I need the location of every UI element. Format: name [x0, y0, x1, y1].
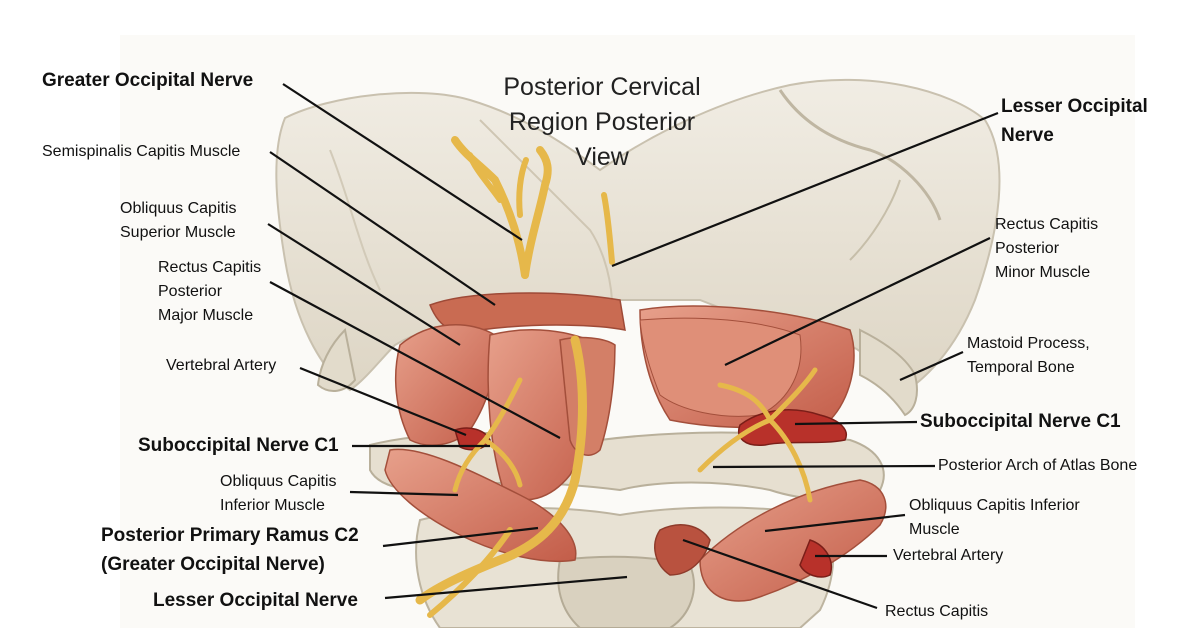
label-rectus-capitis-bottom: Rectus Capitis: [885, 600, 988, 624]
label-text: Suboccipital Nerve C1: [138, 435, 339, 456]
label-vertebral-artery-right: Vertebral Artery: [893, 544, 1003, 568]
diagram-title: Posterior Cervical Region Posterior View: [482, 70, 722, 175]
nerves: [415, 136, 818, 618]
label-text: Obliquus Capitis: [220, 473, 337, 490]
label-text: Rectus Capitis: [885, 603, 989, 620]
label-mastoid-process: Mastoid Process, Temporal Bone: [967, 332, 1090, 380]
leader-obliquus-inferior-left: [349, 490, 459, 497]
leader-lesser-occipital-top: [611, 111, 999, 268]
suboccipital-muscles: [384, 292, 887, 602]
label-text: Minor Muscle: [995, 264, 1091, 281]
label-text: Obliquus Capitis: [120, 200, 237, 217]
leader-posterior-ramus: [382, 526, 539, 548]
label-text: Obliquus Capitis Inferior: [909, 497, 1080, 514]
label-text: Vertebral Artery: [893, 547, 1004, 564]
label-text: Superior Muscle: [120, 224, 236, 241]
label-text: Posterior Primary Ramus C2: [101, 525, 359, 546]
leader-mastoid: [899, 350, 964, 382]
label-text: Vertebral Artery: [166, 357, 277, 374]
label-text: Mastoid Process,: [967, 335, 1090, 352]
leader-obliquus-superior: [267, 223, 461, 346]
label-suboccipital-nerve-left: Suboccipital Nerve C1: [138, 431, 339, 460]
label-text: Posterior: [995, 240, 1060, 257]
leader-rectus-minor: [724, 237, 991, 366]
label-rectus-capitis-posterior-minor: Rectus Capitis Posterior Minor Muscle: [995, 213, 1098, 285]
leader-suboccipital-right: [794, 420, 918, 426]
label-obliquus-capitis-inferior-right: Obliquus Capitis Inferior Muscle: [909, 494, 1080, 542]
label-text: Nerve: [1001, 125, 1054, 146]
leader-obliquus-inferior-right: [764, 513, 906, 533]
label-text: Posterior Arch of Atlas Bone: [938, 457, 1138, 474]
label-text: Temporal Bone: [967, 359, 1075, 376]
leader-greater-occipital: [282, 83, 523, 241]
mastoid-process-shapes: [316, 327, 918, 417]
leader-vertebral-artery-left: [299, 366, 467, 437]
label-text: Major Muscle: [158, 307, 254, 324]
label-text: Semispinalis Capitis Muscle: [42, 143, 241, 160]
label-text: (Greater Occipital Nerve): [101, 554, 325, 575]
label-text: Lesser Occipital: [1001, 96, 1148, 117]
label-posterior-arch-atlas: Posterior Arch of Atlas Bone: [938, 454, 1137, 478]
label-lesser-occipital-nerve-top: Lesser Occipital Nerve: [1001, 92, 1148, 150]
label-text: Muscle: [909, 521, 960, 538]
leader-posterior-arch: [712, 464, 936, 469]
leader-rectus-major: [269, 281, 561, 439]
label-greater-occipital-nerve: Greater Occipital Nerve: [42, 66, 253, 95]
label-obliquus-capitis-inferior-left: Obliquus Capitis Inferior Muscle: [220, 470, 337, 518]
label-obliquus-capitis-superior: Obliquus Capitis Superior Muscle: [120, 197, 237, 245]
label-vertebral-artery-left: Vertebral Artery: [166, 354, 276, 378]
leader-rectus-capitis-bottom: [682, 538, 878, 610]
title-line: Region Posterior: [508, 108, 696, 136]
leader-lesser-occipital-bottom: [384, 575, 628, 600]
title-line: View: [575, 143, 629, 171]
leader-semispinalis: [269, 151, 496, 306]
vertebral-arteries: [454, 409, 847, 578]
label-text: Lesser Occipital Nerve: [153, 590, 358, 611]
title-line: Posterior Cervical: [503, 73, 701, 101]
leader-lines: [267, 83, 999, 610]
label-text: Rectus Capitis: [995, 216, 1099, 233]
label-posterior-primary-ramus: Posterior Primary Ramus C2 (Greater Occi…: [101, 521, 359, 579]
label-text: Suboccipital Nerve C1: [920, 411, 1121, 432]
label-lesser-occipital-nerve-bottom: Lesser Occipital Nerve: [153, 586, 358, 615]
label-text: Inferior Muscle: [220, 497, 325, 514]
label-text: Posterior: [158, 283, 223, 300]
label-text: Greater Occipital Nerve: [42, 70, 254, 91]
label-suboccipital-nerve-right: Suboccipital Nerve C1: [920, 407, 1121, 436]
label-semispinalis-capitis: Semispinalis Capitis Muscle: [42, 140, 240, 164]
label-text: Rectus Capitis: [158, 259, 262, 276]
label-rectus-capitis-posterior-major: Rectus Capitis Posterior Major Muscle: [158, 256, 261, 328]
